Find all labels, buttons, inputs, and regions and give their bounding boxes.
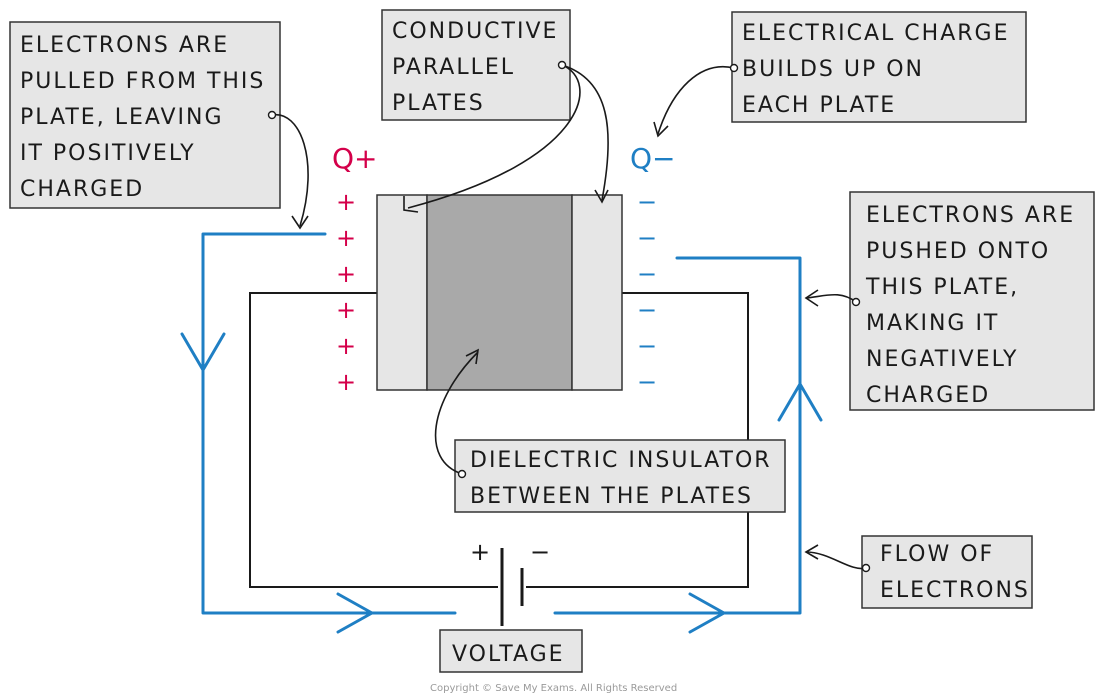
flow-arrow-bottom-right	[688, 592, 726, 634]
battery-plus: +	[470, 538, 490, 566]
label-voltage: VOLTAGE	[439, 629, 583, 673]
minus-sign: −	[637, 296, 657, 324]
label-line: BETWEEN THE PLATES	[470, 484, 753, 509]
label-line: PUSHED ONTO	[866, 239, 1050, 264]
label-line: PARALLEL	[392, 55, 515, 80]
minus-sign: −	[637, 260, 657, 288]
battery: + −	[470, 538, 550, 626]
label-line: THIS PLATE,	[865, 275, 1019, 300]
label-line: PULLED FROM THIS	[20, 69, 265, 94]
minus-sign: −	[637, 224, 657, 252]
flow-arrow-left	[180, 332, 226, 372]
flow-arrow-right	[777, 382, 823, 422]
pointers	[267, 60, 871, 573]
label-line: EACH PLATE	[742, 93, 896, 118]
label-line: ELECTRONS	[880, 578, 1030, 603]
plus-sign: +	[336, 188, 356, 216]
label-line: FLOW OF	[880, 542, 994, 567]
label-line: NEGATIVELY	[866, 347, 1018, 372]
positive-charges: + + + + + +	[336, 188, 356, 396]
label-dielectric: DIELECTRIC INSULATOR BETWEEN THE PLATES	[454, 439, 786, 513]
label-line: ELECTRONS ARE	[20, 33, 229, 58]
negative-charges: − − − − − −	[637, 188, 657, 396]
plus-sign: +	[336, 332, 356, 360]
plus-sign: +	[336, 260, 356, 288]
minus-sign: −	[637, 332, 657, 360]
label-electrons-pulled: ELECTRONS ARE PULLED FROM THIS PLATE, LEAV…	[9, 21, 281, 209]
minus-sign: −	[637, 368, 657, 396]
label-line: ELECTRICAL CHARGE	[742, 21, 1009, 46]
label-line: ELECTRONS ARE	[866, 203, 1075, 228]
label-line: BUILDS UP ON	[742, 57, 924, 82]
label-line: PLATES	[392, 91, 485, 116]
flow-arrow-bottom-left	[336, 592, 374, 634]
label-line: PLATE, LEAVING	[20, 105, 224, 130]
label-line: CHARGED	[20, 177, 144, 202]
q-minus-label: Q−	[630, 142, 676, 175]
label-conductive-plates: CONDUCTIVE PARALLEL PLATES	[381, 9, 571, 121]
minus-sign: −	[637, 188, 657, 216]
label-line: DIELECTRIC INSULATOR	[470, 448, 772, 473]
label-line: CHARGED	[866, 383, 990, 408]
battery-minus: −	[530, 538, 550, 566]
copyright: Copyright © Save My Exams. All Rights Re…	[430, 683, 677, 694]
plus-sign: +	[336, 296, 356, 324]
plus-sign: +	[336, 368, 356, 396]
q-plus-label: Q+	[332, 142, 378, 175]
label-electrons-pushed: ELECTRONS ARE PUSHED ONTO THIS PLATE, MAKIN…	[849, 191, 1095, 411]
label-charge-builds: ELECTRICAL CHARGE BUILDS UP ON EACH PLATE	[731, 11, 1027, 123]
plus-sign: +	[336, 224, 356, 252]
svg-text:VOLTAGE: VOLTAGE	[452, 642, 565, 667]
left-plate	[376, 194, 428, 391]
label-line: CONDUCTIVE	[392, 19, 558, 44]
electron-flow-path	[201, 232, 802, 615]
capacitor	[376, 194, 623, 391]
right-plate	[571, 194, 623, 391]
label-line: IT POSITIVELY	[20, 141, 196, 166]
dielectric-insulator	[426, 194, 573, 391]
label-flow-of-electrons: FLOW OF ELECTRONS	[861, 535, 1033, 609]
label-line: MAKING IT	[866, 311, 999, 336]
